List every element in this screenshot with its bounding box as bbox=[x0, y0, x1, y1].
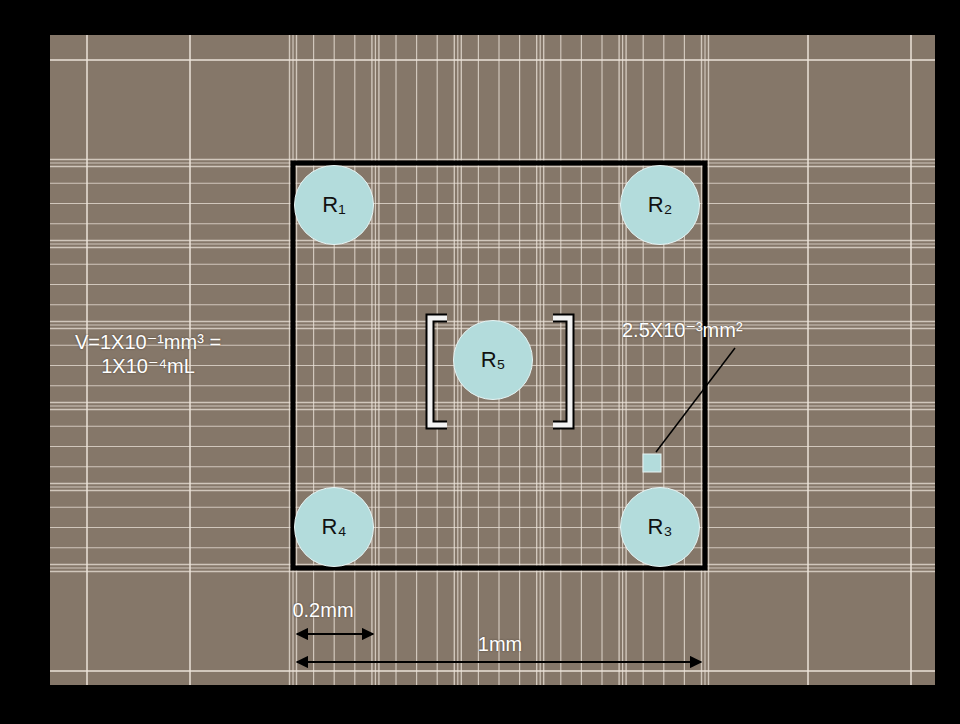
grid-line bbox=[910, 35, 912, 685]
grid-line bbox=[50, 490, 935, 491]
volume-note: V=1X10⁻¹mm³ = 1X10⁻⁴mL bbox=[58, 330, 238, 378]
dimension-arrow bbox=[297, 661, 701, 663]
grid-line bbox=[543, 35, 544, 685]
grid-line bbox=[395, 35, 396, 685]
counting-grid bbox=[50, 35, 935, 685]
grid-line bbox=[50, 564, 935, 565]
region-name: R₁ bbox=[322, 192, 345, 218]
grid-line bbox=[50, 223, 935, 224]
grid-line bbox=[643, 35, 644, 685]
region-name: R₅ bbox=[481, 347, 506, 373]
grid-line bbox=[50, 670, 935, 672]
grid-line bbox=[807, 35, 809, 685]
grid-line bbox=[50, 405, 935, 406]
grid-line bbox=[50, 426, 935, 427]
dimension-label: 0.2mm bbox=[268, 598, 378, 622]
grid-line bbox=[50, 243, 935, 244]
grid-line bbox=[296, 35, 297, 685]
grid-line bbox=[86, 35, 88, 685]
grid-line bbox=[50, 159, 935, 160]
grid-line bbox=[416, 35, 417, 685]
grid-line bbox=[289, 35, 290, 685]
grid-line bbox=[50, 507, 935, 508]
photo-ground bbox=[50, 35, 935, 685]
grid-line bbox=[50, 284, 935, 285]
region-circle: R₃ bbox=[620, 487, 700, 567]
bracket-outline bbox=[553, 318, 570, 425]
region-circle: R₄ bbox=[294, 487, 374, 567]
grid-line bbox=[625, 35, 626, 685]
grid-line bbox=[540, 35, 541, 685]
region-circle: R₂ bbox=[620, 165, 700, 245]
grid-line bbox=[50, 446, 935, 447]
grid-line bbox=[701, 35, 702, 685]
region-name: R₃ bbox=[648, 514, 673, 540]
bracket-outline bbox=[430, 318, 447, 425]
grid-line bbox=[313, 35, 314, 685]
large-square bbox=[293, 163, 705, 568]
dimension-label: 1mm bbox=[440, 632, 560, 656]
bracket bbox=[553, 318, 570, 425]
grid-line bbox=[50, 486, 935, 487]
grid-line bbox=[50, 547, 935, 548]
grid-line bbox=[50, 409, 935, 410]
grid-line bbox=[375, 35, 376, 685]
grid-line bbox=[354, 35, 355, 685]
grid-line bbox=[334, 35, 335, 685]
grid-line bbox=[601, 35, 602, 685]
grid-line bbox=[50, 264, 935, 265]
area-note: 2.5X10⁻³mm² bbox=[622, 318, 922, 342]
region-circle: R₁ bbox=[294, 165, 374, 245]
grid-line bbox=[560, 35, 561, 685]
grid-line bbox=[50, 402, 935, 403]
grid-line bbox=[50, 240, 935, 241]
grid-line bbox=[581, 35, 582, 685]
grid-line bbox=[708, 35, 709, 685]
grid-line bbox=[50, 59, 935, 61]
grid-line bbox=[536, 35, 537, 685]
small-square bbox=[643, 454, 661, 472]
dimension-arrow bbox=[297, 633, 373, 635]
grid-line bbox=[50, 527, 935, 528]
grid-line bbox=[663, 35, 664, 685]
grid-line bbox=[50, 304, 935, 305]
grid-line bbox=[50, 571, 935, 572]
grid-line bbox=[50, 483, 935, 484]
grid-line bbox=[371, 35, 372, 685]
grid-line bbox=[378, 35, 379, 685]
region-name: R₄ bbox=[322, 514, 347, 540]
grid-line bbox=[684, 35, 685, 685]
leader-line bbox=[656, 348, 735, 452]
region-circle: R₅ bbox=[453, 320, 533, 400]
grid-line bbox=[50, 183, 935, 184]
grid-line bbox=[50, 466, 935, 467]
grid-line bbox=[50, 203, 935, 204]
grid-line bbox=[50, 166, 935, 167]
grid-line bbox=[50, 247, 935, 248]
grid-line bbox=[618, 35, 619, 685]
grid-line bbox=[437, 35, 438, 685]
grid-line bbox=[622, 35, 623, 685]
bracket bbox=[430, 318, 447, 425]
region-name: R₂ bbox=[648, 192, 672, 218]
